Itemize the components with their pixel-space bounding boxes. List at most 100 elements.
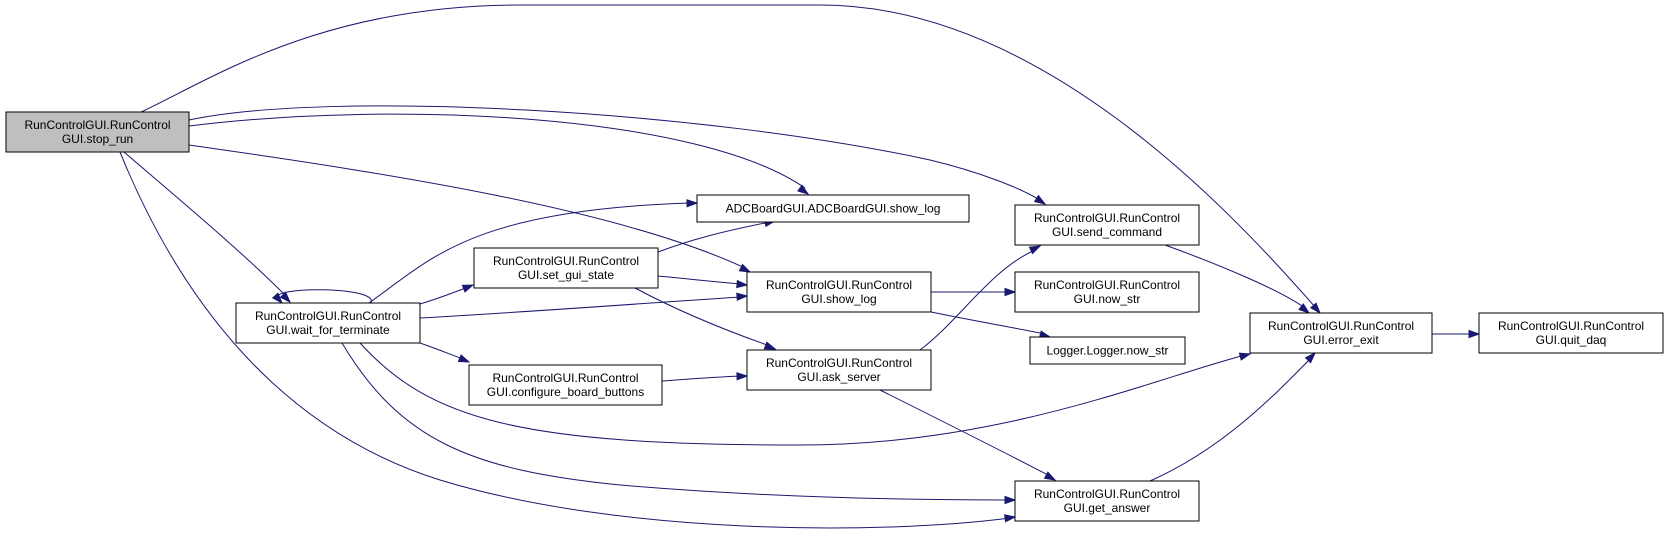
edge-wait_for_terminate-to-set_gui_state xyxy=(419,284,475,305)
node-label: GUI.set_gui_state xyxy=(518,268,614,282)
arrow-head-icon xyxy=(1304,351,1317,364)
node-box xyxy=(473,247,659,289)
edge-line xyxy=(341,342,1010,501)
edge-ask_server-to-send_command xyxy=(919,245,1042,351)
edge-line xyxy=(634,287,771,347)
arrow-head-icon xyxy=(738,263,752,273)
edge-wait_for_terminate-to-show_log xyxy=(419,292,749,319)
node-stop_run[interactable]: RunControlGUI.RunControlGUI.stop_run xyxy=(5,111,190,153)
node-error_exit[interactable]: RunControlGUI.RunControlGUI.error_exit xyxy=(1249,312,1433,354)
edge-line xyxy=(119,151,1011,529)
node-label: RunControlGUI.RunControl xyxy=(24,118,170,132)
node-adc_show_log[interactable]: ADCBoardGUI.ADCBoardGUI.show_log xyxy=(696,194,970,223)
node-label: RunControlGUI.RunControl xyxy=(766,356,912,370)
node-show_log[interactable]: RunControlGUI.RunControlGUI.show_log xyxy=(746,271,932,313)
node-label: GUI.get_answer xyxy=(1064,501,1151,515)
edge-line xyxy=(930,311,1046,335)
arrow-head-icon xyxy=(1004,495,1017,505)
edge-error_exit-to-quit_daq xyxy=(1432,329,1481,339)
node-label: RunControlGUI.RunControl xyxy=(493,254,639,268)
edge-set_gui_state-to-show_log xyxy=(657,275,749,289)
node-label: GUI.show_log xyxy=(801,292,876,306)
node-label: ADCBoardGUI.ADCBoardGUI.show_log xyxy=(726,202,941,216)
node-get_answer[interactable]: RunControlGUI.RunControlGUI.get_answer xyxy=(1014,480,1200,522)
edge-line xyxy=(657,275,742,285)
edge-stop_run-to-send_command xyxy=(188,105,1047,205)
node-box xyxy=(468,364,663,406)
edge-line xyxy=(276,289,372,304)
node-box xyxy=(696,194,970,223)
arrow-head-icon xyxy=(271,292,284,305)
edge-set_gui_state-to-ask_server xyxy=(634,287,777,350)
edge-line xyxy=(419,286,469,305)
node-label: GUI.quit_daq xyxy=(1536,333,1607,347)
node-label: RunControlGUI.RunControl xyxy=(1034,278,1180,292)
arrow-head-icon xyxy=(1004,287,1017,297)
node-send_command[interactable]: RunControlGUI.RunControlGUI.send_command xyxy=(1014,204,1200,246)
node-box xyxy=(1029,336,1186,365)
node-label: RunControlGUI.RunControl xyxy=(492,371,638,385)
node-label: Logger.Logger.now_str xyxy=(1046,344,1168,358)
node-logger_now_str[interactable]: Logger.Logger.now_str xyxy=(1029,336,1186,365)
node-label: GUI.send_command xyxy=(1052,225,1162,239)
edge-line xyxy=(661,375,742,382)
node-box xyxy=(1014,204,1200,246)
node-label: RunControlGUI.RunControl xyxy=(1034,487,1180,501)
arrow-head-icon xyxy=(1468,329,1481,339)
arrow-head-icon xyxy=(763,341,777,350)
edge-get_answer-to-error_exit xyxy=(1149,351,1317,482)
arrow-head-icon xyxy=(736,372,749,381)
edge-line xyxy=(188,144,746,269)
edge-line xyxy=(419,342,464,360)
edge-line xyxy=(1149,357,1312,482)
node-set_gui_state[interactable]: RunControlGUI.RunControlGUI.set_gui_stat… xyxy=(473,247,659,289)
node-label: RunControlGUI.RunControl xyxy=(1034,211,1180,225)
edge-line xyxy=(123,151,287,297)
arrow-head-icon xyxy=(1004,514,1017,523)
node-label: GUI.wait_for_terminate xyxy=(266,323,390,337)
arrow-head-icon xyxy=(736,279,749,289)
edge-line xyxy=(419,296,742,319)
node-label: RunControlGUI.RunControl xyxy=(1268,319,1414,333)
node-label: RunControlGUI.RunControl xyxy=(1498,319,1644,333)
edge-wait_for_terminate-to-adc_show_log xyxy=(368,199,699,304)
arrow-head-icon xyxy=(736,292,749,301)
edge-line xyxy=(188,113,806,189)
arrow-head-icon xyxy=(1309,302,1321,315)
node-ask_server[interactable]: RunControlGUI.RunControlGUI.ask_server xyxy=(746,349,932,391)
node-box xyxy=(5,111,190,153)
edge-stop_run-to-show_log xyxy=(188,144,752,273)
edge-stop_run-to-adc_show_log xyxy=(188,113,810,195)
edge-line xyxy=(368,202,691,304)
arrow-head-icon xyxy=(686,199,699,208)
edge-line xyxy=(1164,244,1306,309)
arrow-head-icon xyxy=(1298,303,1311,314)
node-label: RunControlGUI.RunControl xyxy=(255,309,401,323)
node-box xyxy=(746,271,932,313)
node-configure_board_buttons[interactable]: RunControlGUI.RunControlGUI.configure_bo… xyxy=(468,364,663,406)
edge-line xyxy=(188,105,1041,201)
node-quit_daq[interactable]: RunControlGUI.RunControlGUI.quit_daq xyxy=(1478,312,1664,354)
edge-stop_run-to-get_answer xyxy=(119,151,1017,529)
edge-wait_for_terminate-to-get_answer xyxy=(341,342,1017,505)
arrow-head-icon xyxy=(461,284,475,293)
node-label: GUI.stop_run xyxy=(62,132,133,146)
node-box xyxy=(1014,271,1200,313)
edge-wait_for_terminate-to-configure_board_buttons xyxy=(419,342,471,363)
node-label: GUI.ask_server xyxy=(797,370,880,384)
edge-show_log-to-now_str xyxy=(931,287,1017,297)
node-label: GUI.error_exit xyxy=(1303,333,1379,347)
edge-wait_for_terminate-to-wait_for_terminate xyxy=(271,289,372,305)
edge-line xyxy=(879,389,1051,477)
node-label: RunControlGUI.RunControl xyxy=(766,278,912,292)
node-wait_for_terminate[interactable]: RunControlGUI.RunControlGUI.wait_for_ter… xyxy=(235,302,421,344)
arrow-head-icon xyxy=(1028,245,1042,255)
edge-ask_server-to-get_answer xyxy=(879,389,1057,481)
node-label: GUI.configure_board_buttons xyxy=(487,385,644,399)
arrow-head-icon xyxy=(1238,352,1252,361)
edges xyxy=(119,4,1481,529)
node-now_str[interactable]: RunControlGUI.RunControlGUI.now_str xyxy=(1014,271,1200,313)
arrow-head-icon xyxy=(457,354,471,363)
edge-stop_run-to-wait_for_terminate xyxy=(123,151,292,304)
